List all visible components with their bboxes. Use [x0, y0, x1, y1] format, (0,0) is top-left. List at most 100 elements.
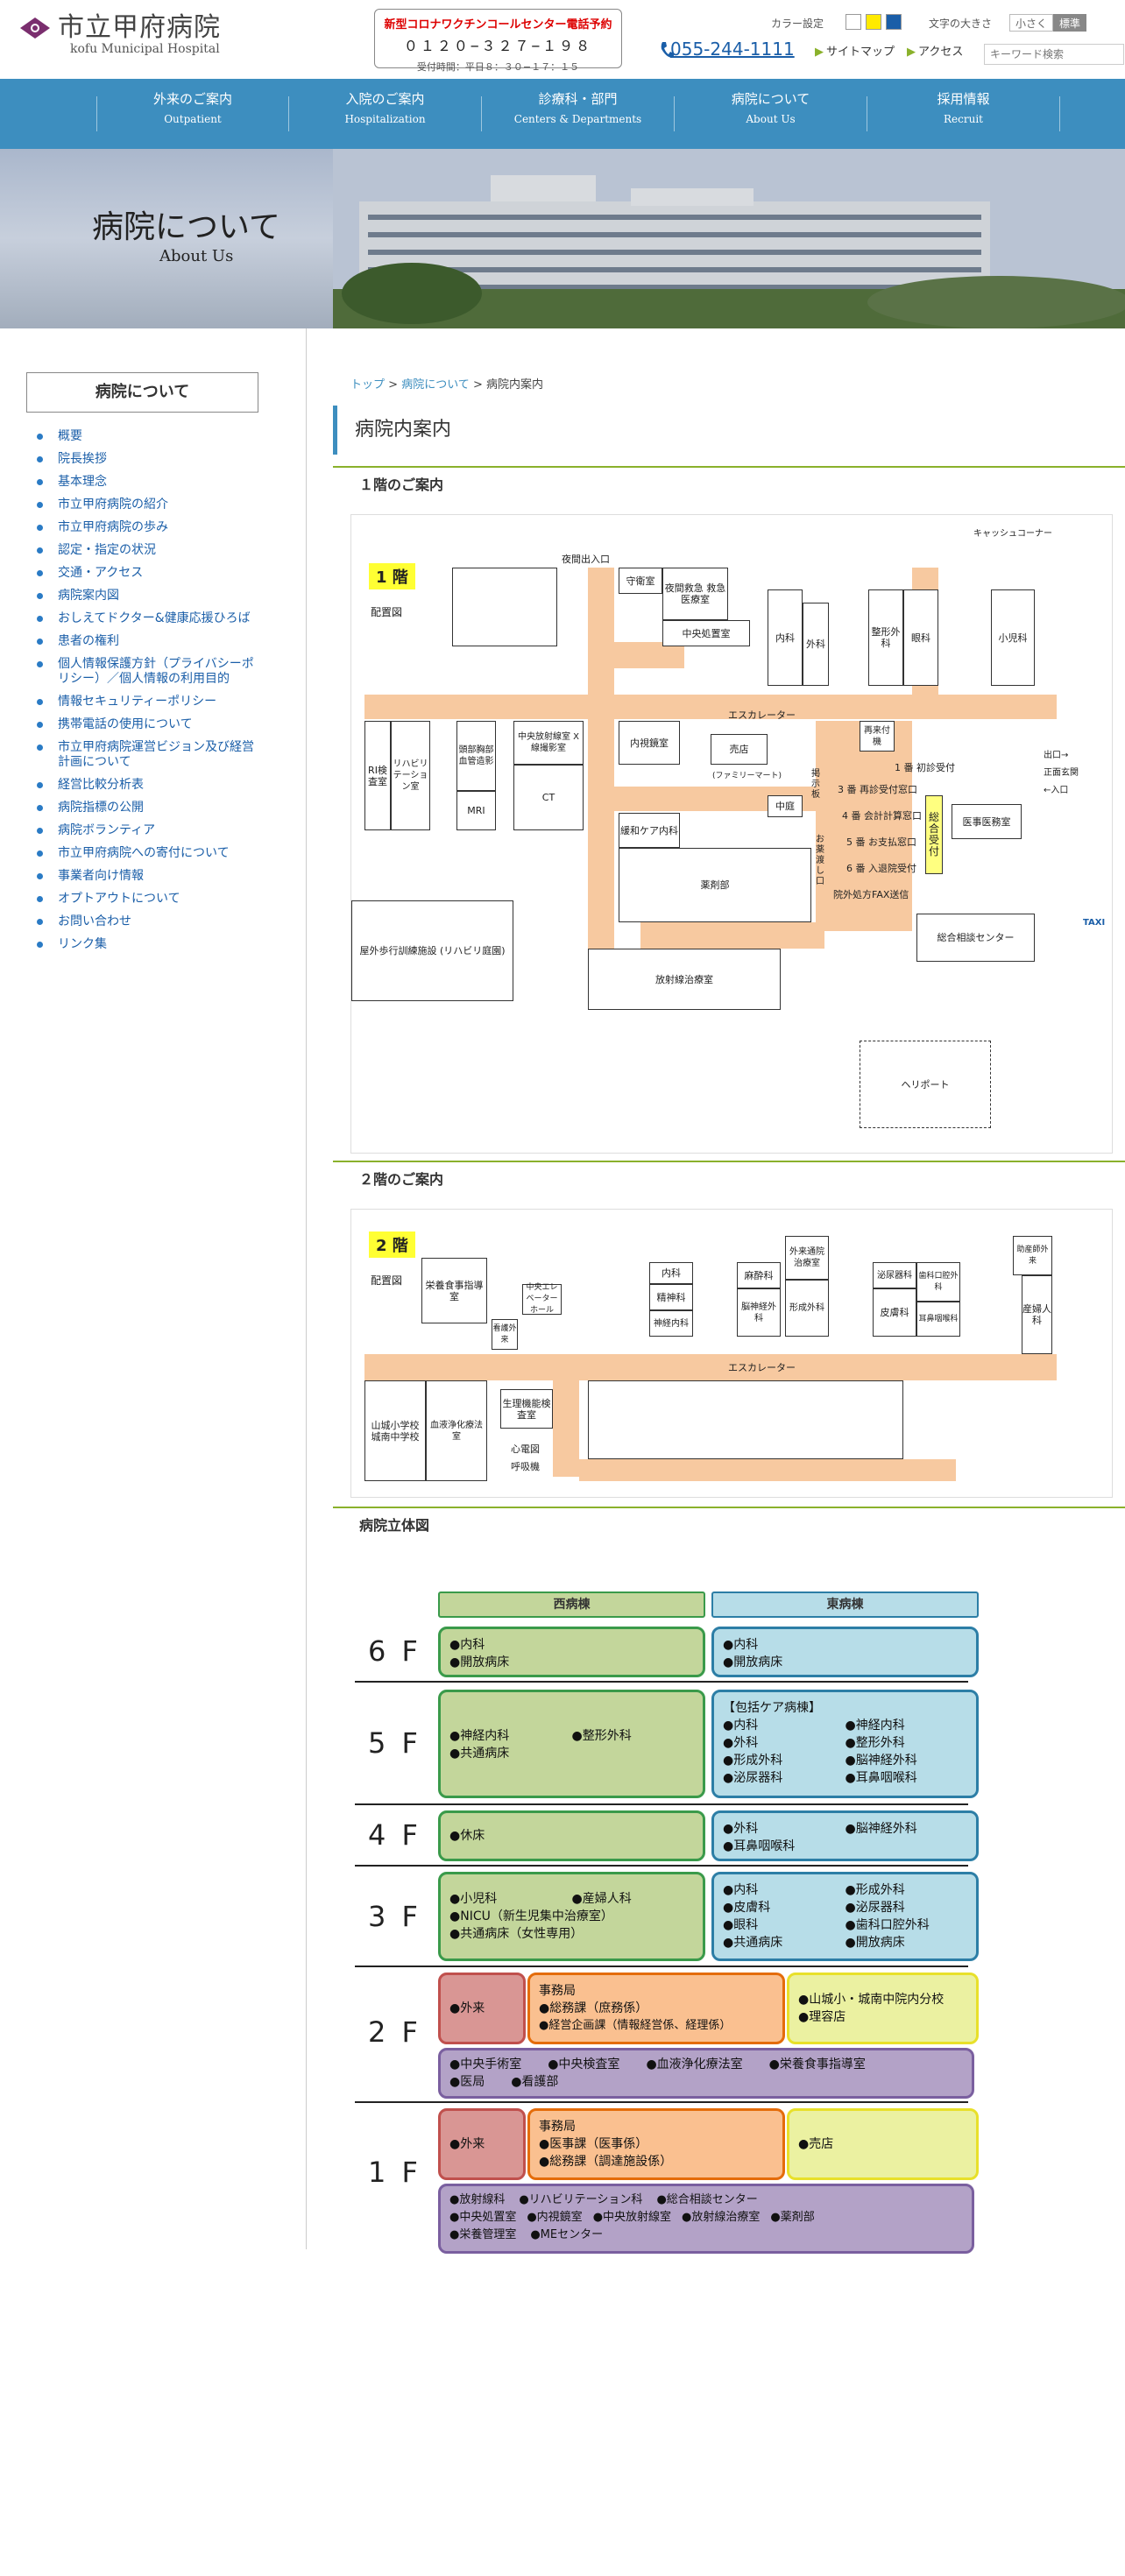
- font-size-label: 文字の大きさ: [929, 18, 993, 30]
- east-5f-box: 【包括ケア病棟】 ●内科 ●神経内科 ●外科 ●整形外科 ●形成外科 ●脳神経外…: [711, 1690, 979, 1798]
- sidebar-link[interactable]: おしえてドクター&健康応援ひろば: [58, 611, 251, 625]
- sidebar-link[interactable]: 事業者向け情報: [58, 869, 144, 883]
- font-small-button[interactable]: 小さく: [1009, 14, 1054, 32]
- ward-item: ●栄養食事指導室: [768, 2057, 866, 2071]
- sidebar-item: オプトアウトについて: [37, 892, 265, 907]
- covid-hours: 受付時間：平日８：３０−１７：１５: [416, 61, 580, 73]
- room-guard: 守衛室: [619, 568, 662, 594]
- ward-item: ●小児科: [449, 1892, 498, 1906]
- sidebar-link[interactable]: 基本理念: [58, 475, 107, 489]
- sidebar-link[interactable]: 院長挨拶: [58, 452, 107, 466]
- counter-4: 4 番 会計計算窓口: [842, 810, 922, 822]
- header-utilities: カラー設定 文字の大きさ 小さく 標準 055-244-1111 ▶サイトマップ…: [661, 0, 1125, 79]
- ward-item: ●皮膚科: [723, 1901, 771, 1915]
- search-input[interactable]: [984, 44, 1124, 65]
- ward-item: ●脳神経外科: [845, 1822, 917, 1836]
- sidebar-link[interactable]: 患者の権利: [58, 634, 119, 648]
- color-white-swatch[interactable]: [846, 14, 861, 30]
- ward-item: ●医事課（医事係）: [539, 2137, 648, 2151]
- sidebar-link[interactable]: 市立甲府病院の紹介: [58, 498, 168, 512]
- nav-label-ja: 病院について: [731, 91, 810, 107]
- sidebar-link[interactable]: 病院指標の公開: [58, 801, 144, 815]
- counter-3: 3 番 再診受付窓口: [838, 784, 917, 795]
- sitemap-link[interactable]: ▶サイトマップ: [815, 42, 895, 59]
- entry-label: ←入口: [1044, 786, 1069, 795]
- nav-label-en: About Us: [746, 113, 796, 125]
- central-1f-box: ●放射線科 ●リハビリテーション科 ●総合相談センター ●中央処置室 ●内視鏡室…: [438, 2184, 974, 2254]
- nav-label-ja: 外来のご案内: [152, 91, 232, 107]
- nav-label-ja: 診療科・部門: [538, 91, 618, 107]
- sidebar-link[interactable]: オプトアウトについて: [58, 892, 180, 906]
- west-5f-box: ●神経内科 ●整形外科 ●共通病床: [438, 1690, 705, 1798]
- ward-group-head: 事務局: [539, 1984, 576, 1998]
- sidebar-link[interactable]: 交通・アクセス: [58, 566, 144, 580]
- ward-item: ●総務課（庶務係）: [539, 2001, 648, 2015]
- admin-2f-box: 事務局 ●総務課（庶務係） ●経営企画課（情報経営係、経理係）: [527, 1973, 785, 2044]
- room-radiation: 放射線治療室: [588, 949, 781, 1010]
- ward-item: ●経営企画課（情報経営係、経理係）: [539, 2019, 732, 2032]
- room-mri: MRI: [456, 791, 496, 830]
- ward-item: ●内科: [723, 1638, 759, 1652]
- sidebar-link[interactable]: 市立甲府病院運営ビジョン及び経営計画について: [58, 740, 254, 769]
- sidebar-link[interactable]: 病院案内図: [58, 589, 119, 603]
- nav-label-en: Outpatient: [164, 113, 222, 125]
- logo-japanese: 市立甲府病院: [58, 12, 221, 43]
- ward-item: ●放射線治療室: [682, 2211, 761, 2224]
- sidebar-link[interactable]: 認定・指定の状況: [58, 543, 156, 557]
- sidebar-link[interactable]: 概要: [58, 429, 82, 443]
- room-rehab-garden: 屋外歩行訓練施設 (リハビリ庭園): [351, 900, 513, 1001]
- east-6f-box: ●内科 ●開放病床: [711, 1627, 979, 1677]
- floor-row-5f: 5 F ●神経内科 ●整形外科 ●共通病床 【包括ケア病棟】 ●内科 ●神経内科…: [355, 1683, 979, 1805]
- sidebar-item: 認定・指定の状況: [37, 543, 265, 558]
- sidebar-link[interactable]: お問い合わせ: [58, 914, 131, 928]
- medicine-label: お薬渡し口: [816, 835, 824, 886]
- ward-item: ●開放病床: [723, 1655, 783, 1669]
- sidebar-link[interactable]: 個人情報保護方針（プライバシーポリシー）／個人情報の利用目的: [58, 657, 254, 686]
- sidebar-item: 情報セキュリティーポリシー: [37, 695, 265, 709]
- ward-item: ●開放病床: [845, 1936, 905, 1950]
- central-2f-box: ●中央手術室 ●中央検査室 ●血液浄化療法室 ●栄養食事指導室 ●医局 ●看護部: [438, 2048, 974, 2099]
- covid-callcenter-box[interactable]: 新型コロナワクチンコールセンター電話予約 ０１２０−３２７−１９８ 受付時間：平…: [374, 9, 622, 73]
- room-hinyouki: 泌尿器科: [873, 1262, 916, 1288]
- corridor: [816, 721, 912, 931]
- breadcrumb-about[interactable]: 病院について: [401, 378, 470, 392]
- ward-item: ●耳鼻咽喉科: [845, 1771, 917, 1785]
- ward-group-head: 【包括ケア病棟】: [723, 1701, 821, 1715]
- site-logo[interactable]: 市立甲府病院: [18, 14, 221, 42]
- phone-link[interactable]: 055-244-1111: [670, 39, 795, 60]
- sidebar-link[interactable]: 経営比較分析表: [58, 778, 144, 792]
- notice-label: 掲示板: [811, 769, 820, 800]
- corridor: [614, 642, 684, 668]
- ward-item: ●NICU（新生児集中治療室）: [449, 1909, 613, 1923]
- sidebar-item: 病院案内図: [37, 589, 265, 603]
- color-yellow-swatch[interactable]: [866, 14, 881, 30]
- breadcrumb-top[interactable]: トップ: [350, 378, 386, 392]
- sidebar-link[interactable]: 携帯電話の使用について: [58, 717, 193, 731]
- covid-title: 新型コロナワクチンコールセンター電話予約: [384, 18, 612, 32]
- corridor: [579, 1459, 956, 1481]
- logo-english: kofu Municipal Hospital: [70, 42, 220, 56]
- sidebar-link[interactable]: 市立甲府病院への寄付について: [58, 846, 230, 860]
- taxi-label: TAXI: [1083, 918, 1106, 928]
- nav-outpatient[interactable]: 外来のご案内 Outpatient: [96, 91, 289, 131]
- nav-about[interactable]: 病院について About Us: [675, 91, 867, 131]
- counter-1: 1 番 初診受付: [895, 762, 955, 773]
- room-courtyard: 中庭: [768, 795, 803, 817]
- ward-item: ●血液浄化療法室: [646, 2057, 743, 2071]
- sidebar-link[interactable]: 市立甲府病院の歩み: [58, 520, 168, 534]
- font-standard-button[interactable]: 標準: [1053, 14, 1087, 32]
- sitemap-label: サイトマップ: [826, 46, 895, 59]
- ward-item: ●泌尿器科: [845, 1901, 905, 1915]
- room-outpatient-chem: 外来通院治療室: [785, 1236, 829, 1280]
- sidebar-link[interactable]: 病院ボランティア: [58, 823, 156, 837]
- sidebar-link[interactable]: リンク集: [58, 937, 107, 951]
- color-blue-swatch[interactable]: [886, 14, 902, 30]
- sidebar-item: 患者の権利: [37, 634, 265, 649]
- sidebar-link[interactable]: 情報セキュリティーポリシー: [58, 695, 217, 709]
- access-link[interactable]: ▶アクセス: [907, 42, 963, 59]
- floor2-sub: 配置図: [371, 1274, 403, 1287]
